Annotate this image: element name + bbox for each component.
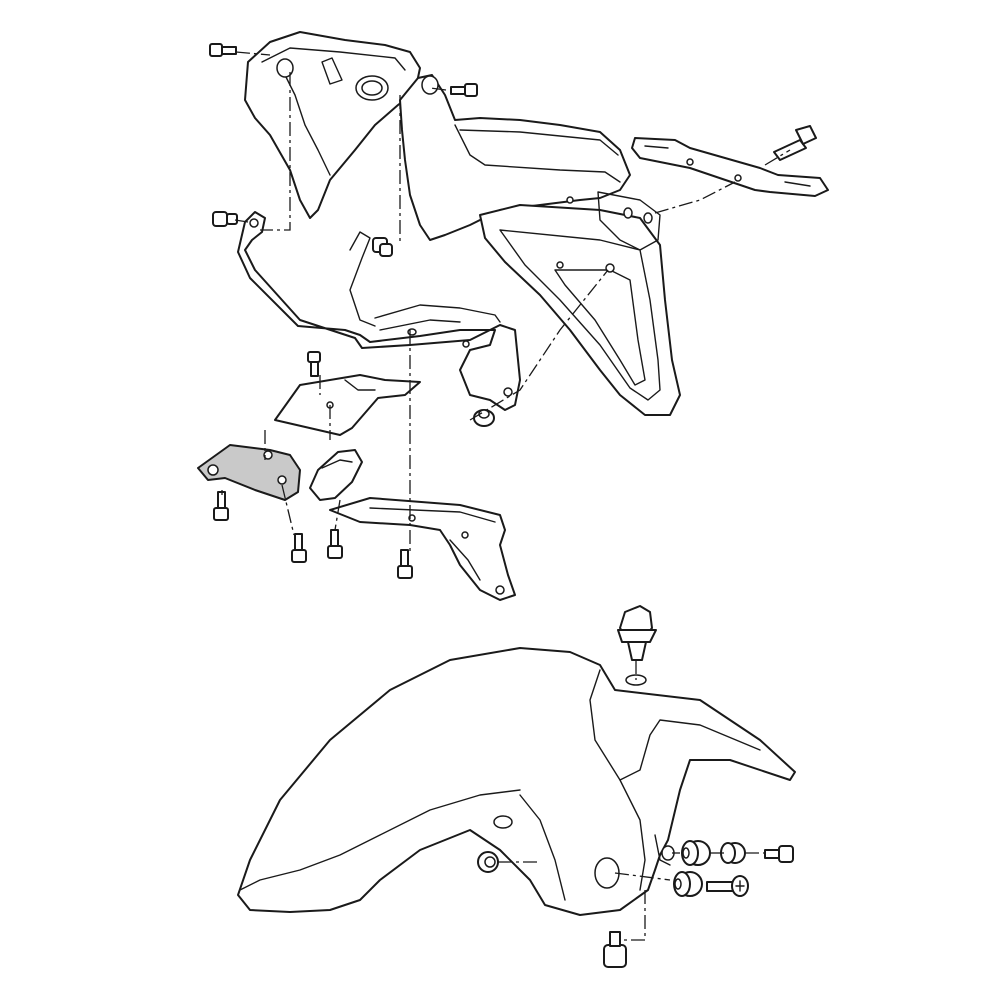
lower-bracket: [329, 497, 516, 601]
rear-mudguard: [479, 191, 681, 416]
spacer-collar: [473, 409, 495, 427]
leader-lines-front: [498, 660, 765, 941]
reinforcement-plate: [274, 374, 421, 436]
mount-bracket: [237, 211, 521, 411]
cowl-bolt-left: [209, 43, 237, 57]
reflector-clip: [617, 605, 657, 661]
bolt-4: [397, 549, 413, 579]
fender-bolt-bottom: [603, 931, 627, 968]
bolt-1: [213, 491, 229, 521]
bracket-bolt: [773, 125, 817, 161]
collar-nut: [372, 237, 393, 257]
fender-bolt-left: [477, 851, 499, 873]
leader-lines-rear: [221, 51, 791, 555]
bolt-upper: [764, 845, 794, 863]
bolt-2: [291, 533, 307, 563]
screw-lower: [706, 875, 749, 897]
plate-bolt: [307, 351, 321, 377]
shaded-plate: [197, 444, 301, 501]
rear-fender-assembly: [197, 31, 829, 601]
cowl-bolt-right: [450, 83, 478, 97]
front-fender-assembly: [237, 605, 796, 968]
collar-upper: [720, 842, 746, 864]
tail-cowl: [244, 31, 421, 219]
rubber-damper: [309, 449, 363, 501]
flange-nut: [212, 211, 238, 227]
grommet-lower: [673, 871, 703, 897]
license-plate-bracket: [631, 137, 829, 197]
grommet-upper: [681, 840, 711, 866]
front-fender: [237, 647, 796, 916]
bolt-3: [327, 529, 343, 559]
